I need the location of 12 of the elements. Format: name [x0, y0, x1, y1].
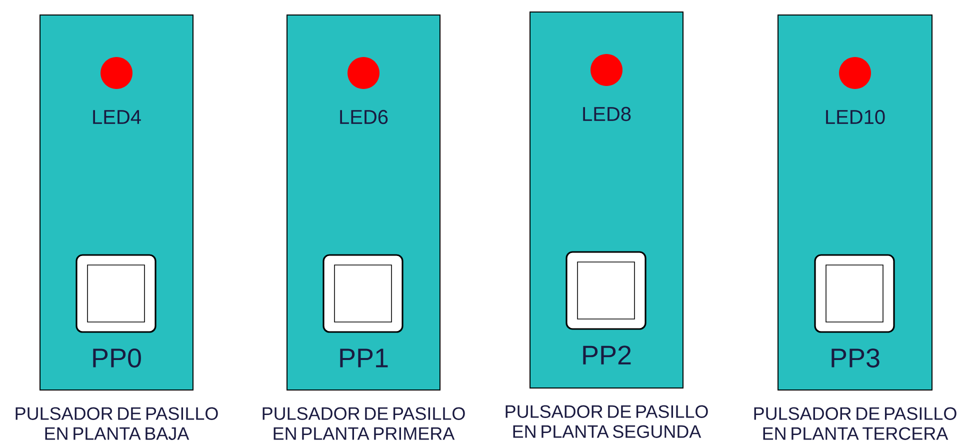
led-label: LED10 — [826, 110, 885, 124]
led-label: LED8 — [583, 106, 631, 122]
button-label: PP1 — [340, 348, 388, 368]
panel-label: PULSADOR DE PASILLO EN PLANTA PRIMERA — [262, 407, 465, 440]
led-label: LED6 — [340, 110, 388, 124]
panel-label: PULSADOR DE PASILLO EN PLANTA SEGUNDA — [506, 405, 708, 438]
panel-label: PULSADOR DE PASILLO EN PLANTA TERCERA — [754, 407, 956, 440]
panel-label: PULSADOR DE PASILLO EN PLANTA BAJA — [16, 407, 218, 440]
led-label: LED4 — [93, 110, 141, 124]
button-label: PP3 — [832, 348, 880, 368]
button-label: PP0 — [93, 348, 141, 368]
button-label: PP2 — [583, 346, 631, 364]
